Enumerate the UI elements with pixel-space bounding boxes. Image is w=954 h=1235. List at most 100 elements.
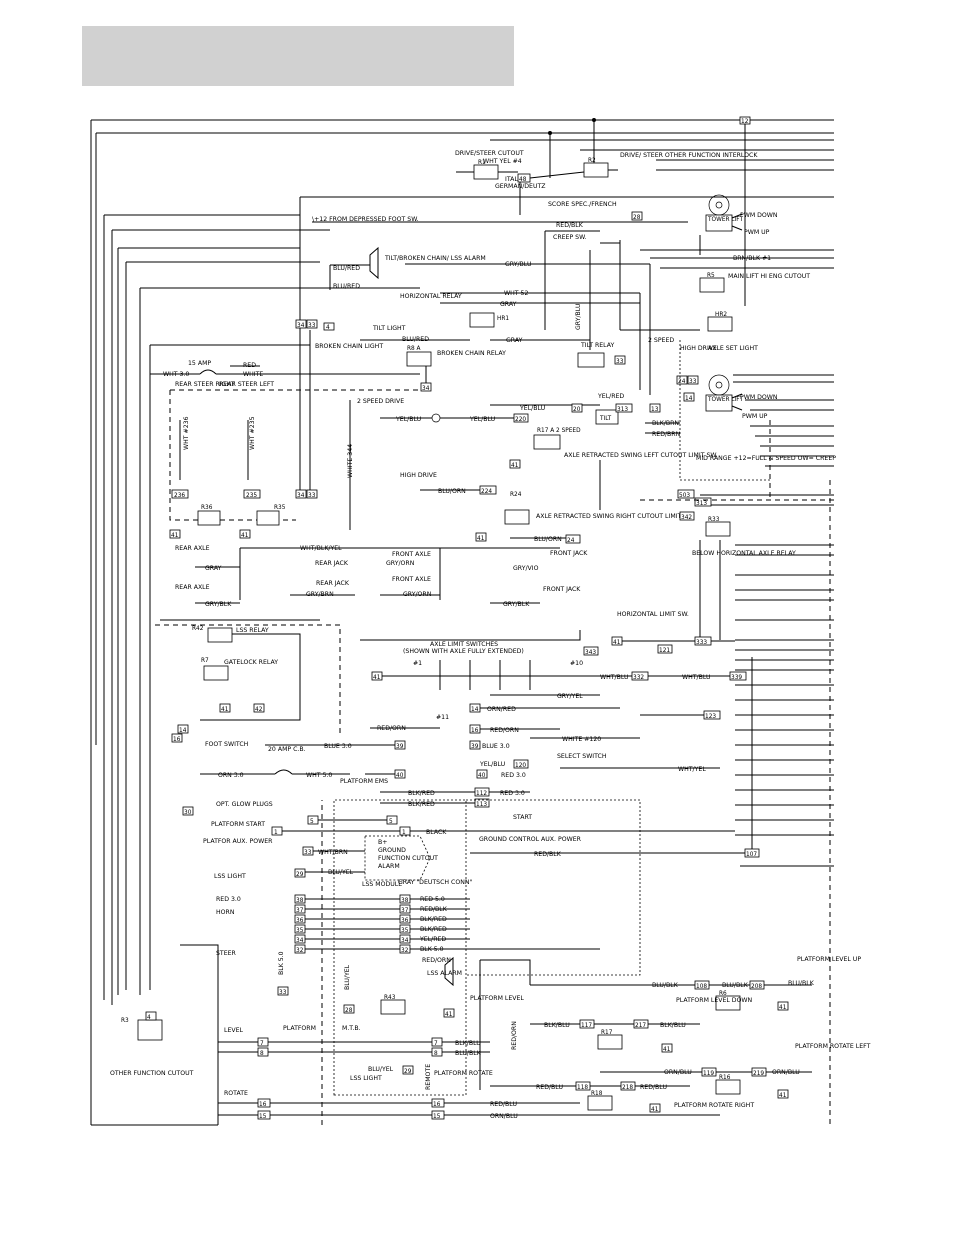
frame [90, 119, 834, 1126]
tag-4 [323, 322, 335, 331]
relay-r7 [203, 665, 229, 681]
svg-text:41: 41 [373, 675, 381, 681]
svg-text:32: 32 [296, 948, 304, 954]
svg-text:GATELOCK RELAY: GATELOCK RELAY [224, 659, 278, 666]
svg-text:41: 41 [613, 640, 621, 646]
svg-text:LSS MODULE: LSS MODULE [362, 881, 402, 888]
svg-text:42: 42 [255, 707, 263, 713]
svg-text:TILT LIGHT: TILT LIGHT [372, 325, 406, 332]
svg-text:41: 41 [663, 1047, 671, 1053]
svg-text:PLATFORM LEVEL: PLATFORM LEVEL [470, 995, 524, 1002]
svg-text:PLATFORM ROTATE RIGHT: PLATFORM ROTATE RIGHT [674, 1102, 754, 1109]
axle-limit-switches: AXLE LIMIT SWITCHES (SHOWN WITH AXLE FUL… [360, 630, 747, 700]
tag-41-gatelock [219, 703, 231, 713]
svg-text:41: 41 [241, 533, 249, 539]
svg-text:41: 41 [651, 1107, 659, 1113]
svg-text:RED 3.0: RED 3.0 [216, 896, 241, 903]
svg-text:HIGH DRIVE: HIGH DRIVE [400, 472, 437, 479]
relay-r16 [715, 1079, 741, 1095]
tag-14-left [177, 724, 189, 734]
svg-text:36: 36 [401, 918, 409, 924]
svg-text:BLU/ORN: BLU/ORN [438, 488, 466, 495]
tag-342 [679, 511, 695, 521]
tag-224 [479, 485, 497, 495]
two-speed-drive-area: 2 SPEED DRIVE YEL/BLU YEL/BLU 220 YEL/BL… [357, 393, 836, 510]
tag-41-r24 [475, 532, 487, 542]
svg-text:LEVEL: LEVEL [224, 1027, 243, 1034]
svg-text:28: 28 [345, 1008, 353, 1014]
svg-text:41: 41 [221, 707, 229, 713]
svg-text:BLK/RED: BLK/RED [408, 790, 435, 797]
svg-text:236: 236 [174, 493, 185, 499]
svg-text:208: 208 [751, 984, 762, 990]
left-vertical-bus [103, 197, 330, 1005]
tilt-box [595, 409, 619, 425]
tag-503 [677, 489, 695, 499]
svg-text:R36: R36 [201, 505, 213, 511]
tag-339 [729, 671, 747, 681]
tag-41-r17a [509, 459, 521, 469]
svg-text:123: 123 [705, 714, 716, 720]
svg-text:TILT: TILT [599, 416, 612, 422]
svg-text:RED/ORN: RED/ORN [422, 957, 451, 964]
tag-5-right [386, 815, 398, 825]
tag-41-r43 [443, 1008, 455, 1018]
svg-text:8: 8 [260, 1051, 264, 1057]
svg-text:33: 33 [308, 323, 316, 329]
tag-41-r6 [777, 1001, 789, 1011]
svg-text:REAR AXLE: REAR AXLE [175, 545, 210, 552]
svg-text:BLU/RED: BLU/RED [333, 265, 360, 272]
svg-text:AXLE SET LIGHT: AXLE SET LIGHT [708, 345, 758, 352]
svg-text:33: 33 [308, 493, 316, 499]
svg-text:41: 41 [511, 463, 519, 469]
svg-text:BROKEN CHAIN LIGHT: BROKEN CHAIN LIGHT [315, 343, 383, 350]
tag-113 [474, 798, 490, 808]
svg-text:WHT/BRN: WHT/BRN [318, 849, 348, 856]
svg-text:REAR JACK: REAR JACK [315, 560, 349, 567]
svg-text:R17 A 2 SPEED: R17 A 2 SPEED [537, 428, 581, 434]
svg-text:117: 117 [581, 1023, 592, 1029]
svg-text:28: 28 [633, 215, 641, 221]
svg-text:BLU/BLK: BLU/BLK [788, 980, 815, 987]
svg-text:41: 41 [445, 1012, 453, 1018]
tag-41-r36 [169, 529, 181, 539]
svg-text:GROUND CONTROL AUX. POWER: GROUND CONTROL AUX. POWER [479, 836, 582, 843]
svg-text:R6: R6 [719, 991, 727, 997]
tag-120 [513, 759, 529, 769]
svg-text:GRY/BLK: GRY/BLK [503, 601, 530, 608]
svg-text:TOWER LIFT: TOWER LIFT [707, 397, 744, 403]
tag-42 [253, 703, 265, 713]
relay-r17a [533, 434, 561, 450]
svg-text:MAIN LIFT HI ENG CUTOUT: MAIN LIFT HI ENG CUTOUT [728, 273, 810, 280]
drive-steer-cutout-area: DRIVE/STEER CUTOUT WHT YEL #4 ITALIAN GE… [455, 118, 758, 215]
svg-text:34: 34 [297, 493, 305, 499]
svg-text:RED/BLK: RED/BLK [556, 222, 584, 229]
svg-text:121: 121 [659, 648, 670, 654]
svg-text:OTHER FUNCTION CUTOUT: OTHER FUNCTION CUTOUT [110, 1070, 194, 1077]
svg-text:33: 33 [689, 379, 697, 385]
svg-text:GRAY "DEUTSCH CONN": GRAY "DEUTSCH CONN" [398, 879, 472, 886]
header-banner [82, 26, 514, 86]
tag-34-left [295, 319, 307, 329]
svg-text:16: 16 [173, 737, 181, 743]
svg-text:YEL/BLU: YEL/BLU [479, 761, 505, 768]
tower-lift-top-valve [705, 214, 733, 232]
relay-r36 [197, 510, 221, 526]
svg-text:HR2: HR2 [715, 312, 727, 318]
blk-red-rows: BLK/RED BLK/RED 112 113 RED 3.0 OPT. GLO… [182, 657, 760, 858]
svg-text:217: 217 [635, 1023, 646, 1029]
svg-text:REAR JACK: REAR JACK [316, 580, 350, 587]
tag-313 [615, 403, 633, 413]
tag-33-lower [306, 489, 318, 499]
svg-text:WHT YEL #4: WHT YEL #4 [483, 158, 522, 165]
svg-text:41: 41 [779, 1093, 787, 1099]
svg-text:BLK/BLU: BLK/BLU [660, 1022, 686, 1029]
svg-text:RED/BLK: RED/BLK [534, 851, 562, 858]
svg-text:BLK/BLU: BLK/BLU [455, 1040, 481, 1047]
svg-text:R33: R33 [708, 517, 720, 523]
svg-text:R42: R42 [192, 626, 204, 632]
svg-text:AXLE RETRACTED SWING RIGHT CUT: AXLE RETRACTED SWING RIGHT CUTOUT LIMIT … [536, 513, 695, 520]
svg-text:ORN 3.0: ORN 3.0 [218, 772, 244, 779]
tag-34-lower [295, 489, 307, 499]
below-horizontal-relay: 342 R33 BELOW HORIZONTAL AXLE RELAY [679, 511, 796, 640]
